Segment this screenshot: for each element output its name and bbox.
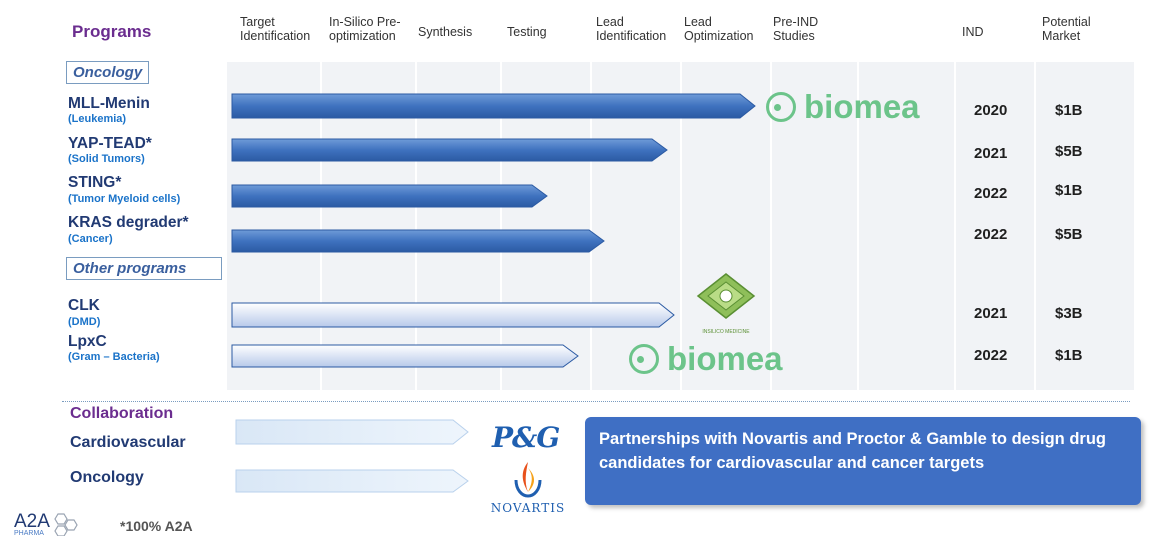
section-divider <box>62 401 1130 402</box>
arrow-yap-tead <box>231 138 668 162</box>
program-sub-lpxc: (Gram – Bacteria) <box>68 351 160 363</box>
ind-year: 2022 <box>974 347 1008 364</box>
collab-item-cardiovascular: Cardiovascular <box>70 434 186 451</box>
novartis-flame-icon <box>514 462 542 498</box>
arrow-cardiovascular <box>235 419 469 445</box>
biomea-icon <box>766 92 796 122</box>
column-band-ind <box>956 62 1034 390</box>
market-value: $5B <box>1055 143 1083 160</box>
biomea-icon <box>629 344 659 374</box>
program-name-kras: KRAS degrader* <box>68 214 189 231</box>
biomea-logo-2: biomea <box>629 340 783 378</box>
collaboration-title: Collaboration <box>70 405 174 422</box>
insilico-diamond-icon <box>696 273 756 319</box>
stage-header-lead-id: Lead Identification <box>596 15 667 43</box>
stage-header-lead-opt: Lead Optimization <box>684 15 754 43</box>
stage-header-market: Potential Market <box>1042 15 1091 43</box>
arrow-sting <box>231 184 548 208</box>
program-name-mll-menin: MLL-Menin <box>68 95 150 112</box>
partnership-note: Partnerships with Novartis and Proctor &… <box>585 417 1141 505</box>
ind-year: 2021 <box>974 305 1008 322</box>
arrow-lpxc <box>231 344 579 368</box>
program-sub-kras: (Cancer) <box>68 233 113 245</box>
market-value: $1B <box>1055 347 1083 364</box>
stage-header-testing: Testing <box>507 25 547 39</box>
stage-header-ind: IND <box>962 25 984 39</box>
stage-header-insilico: In-Silico Pre- optimization <box>329 15 401 43</box>
a2a-logo: A2A PHARMA <box>14 512 86 537</box>
arrow-collab-oncology <box>235 469 469 493</box>
stage-header-target: Target Identification <box>240 15 311 43</box>
a2a-hexagon-icon <box>54 513 78 536</box>
market-value: $1B <box>1055 182 1083 199</box>
ind-year: 2022 <box>974 226 1008 243</box>
market-value: $3B <box>1055 305 1083 322</box>
programs-title: Programs <box>72 22 152 41</box>
program-sub-mll-menin: (Leukemia) <box>68 113 127 125</box>
footnote: *100% A2A <box>120 518 193 534</box>
pg-logo: P&G <box>492 421 560 454</box>
program-name-clk: CLK <box>68 297 100 314</box>
insilico-medicine-logo: INSILICO MEDICINE <box>696 272 756 335</box>
program-name-yap-tead: YAP-TEAD* <box>68 135 152 152</box>
stage-header-preind: Pre-IND Studies <box>773 15 819 43</box>
program-name-sting: STING* <box>68 174 122 191</box>
program-sub-yap-tead: (Solid Tumors) <box>68 153 145 165</box>
category-oncology: Oncology <box>66 61 150 84</box>
program-sub-clk: (DMD) <box>68 316 101 328</box>
program-name-lpxc: LpxC <box>68 333 107 350</box>
market-value: $1B <box>1055 102 1083 119</box>
collab-item-oncology: Oncology <box>70 469 144 486</box>
arrow-mll-menin <box>231 93 756 119</box>
ind-year: 2020 <box>974 102 1008 119</box>
column-band-blank <box>859 62 954 390</box>
stage-header-synthesis: Synthesis <box>418 25 473 39</box>
biomea-logo-1: biomea <box>766 88 920 126</box>
arrow-kras <box>231 229 605 253</box>
novartis-logo: NOVARTIS <box>480 458 576 515</box>
category-other-programs: Other programs <box>66 257 222 280</box>
program-sub-sting: (Tumor Myeloid cells) <box>68 193 181 205</box>
ind-year: 2021 <box>974 145 1008 162</box>
arrow-clk <box>231 302 675 328</box>
market-value: $5B <box>1055 226 1083 243</box>
ind-year: 2022 <box>974 185 1008 202</box>
column-band-market <box>1036 62 1134 390</box>
